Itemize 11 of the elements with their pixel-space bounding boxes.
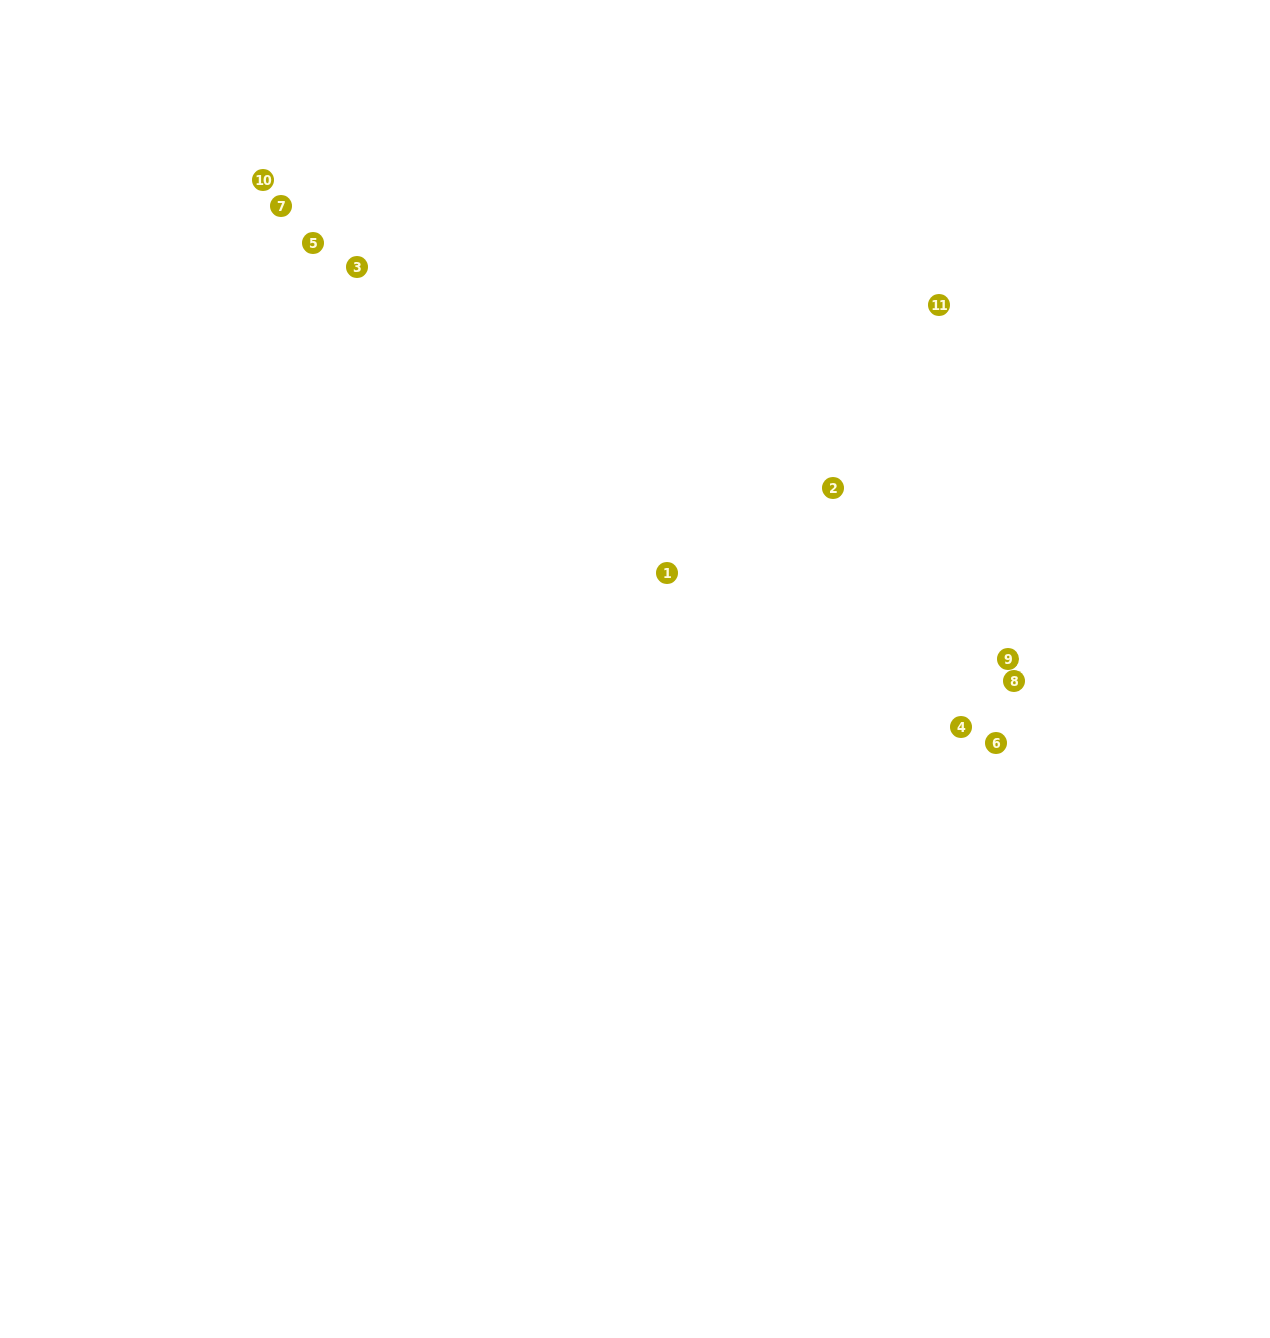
callout-number: 8 <box>1003 670 1025 692</box>
callout-number: 9 <box>997 648 1019 670</box>
callout-number: 6 <box>985 732 1007 754</box>
callout-number: 1 <box>656 562 678 584</box>
callout-number: 11 <box>928 294 950 316</box>
callout-number: 7 <box>270 195 292 217</box>
callout-number: 3 <box>346 256 368 278</box>
callout-number: 10 <box>252 169 274 191</box>
callout-number: 2 <box>822 477 844 499</box>
callout-number: 4 <box>950 716 972 738</box>
callout-number: 5 <box>302 232 324 254</box>
